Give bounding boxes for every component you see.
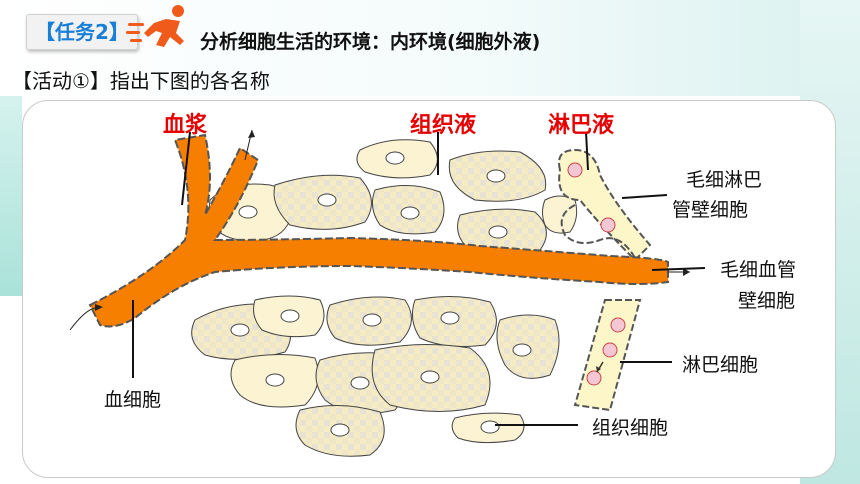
label-blood-cell: 血细胞 (104, 389, 162, 411)
tissue-cells-lower (191, 295, 560, 457)
lymph-vessel (573, 299, 642, 412)
page-title: 分析细胞生活的环境：内环境(细胞外液) (200, 31, 541, 53)
header-background (0, 0, 860, 96)
label-tissue-fluid: 组织液 (410, 113, 477, 138)
blood-capillary (69, 129, 690, 331)
label-lymph: 淋巴液 (548, 113, 615, 138)
activity-heading: 【活动①】指出下图的各名称 (12, 69, 270, 93)
pointer-lines (132, 131, 706, 426)
label-lymph-capillary-wall-1: 毛细淋巴 (686, 169, 763, 191)
tissue-cell (542, 195, 578, 234)
label-tissue-cell: 组织细胞 (592, 417, 669, 439)
left-decor-strip (0, 96, 22, 296)
label-blood-capillary-wall-1: 毛细血管 (720, 259, 797, 281)
label-lymph-capillary-wall-2: 管壁细胞 (672, 199, 749, 221)
label-blood-capillary-wall-2: 壁细胞 (738, 290, 796, 312)
lymph-capillary (558, 148, 652, 262)
tissue-cells-upper (208, 139, 578, 255)
label-plasma: 血浆 (163, 113, 208, 138)
runner-icon (126, 5, 184, 47)
label-lymphocyte: 淋巴细胞 (682, 354, 759, 376)
